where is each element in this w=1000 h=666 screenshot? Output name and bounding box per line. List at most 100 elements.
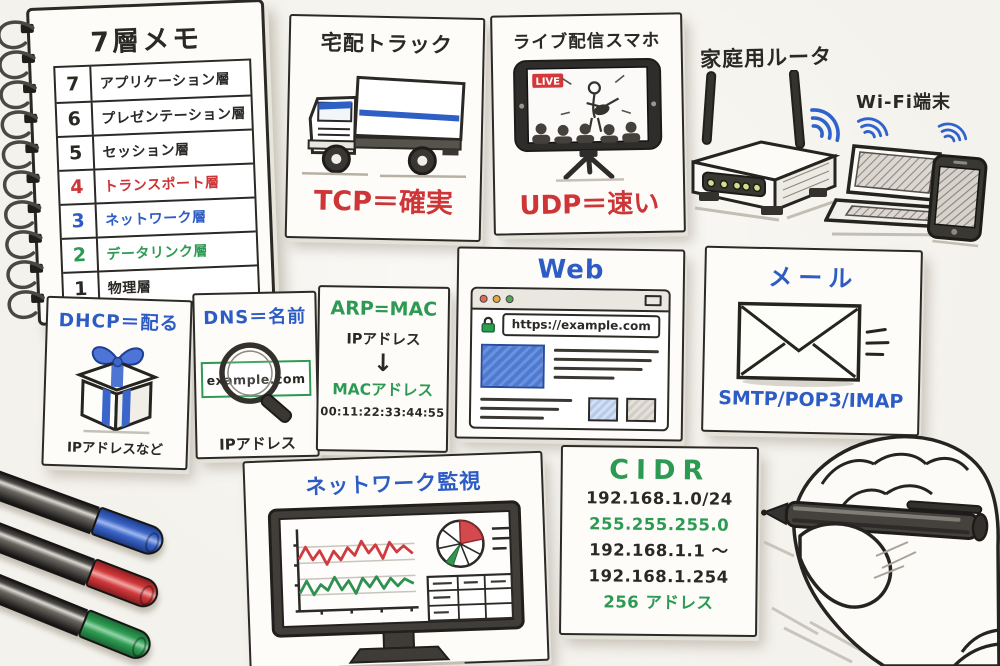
- chart-axes: [293, 529, 419, 615]
- layer-label: トランスポート層: [103, 174, 220, 196]
- notebook-title: 7層メモ: [89, 23, 203, 59]
- arp-mac-label: MACアドレス: [332, 380, 434, 400]
- dhcp-card: DHCP＝配る IPアドレスなど: [41, 295, 193, 471]
- hand-with-pen: [761, 435, 1000, 666]
- osi-layer-table: 7 アプリケーション層 6 プレゼンテーション層 5 セッション層 4 トランスポート層…: [53, 58, 261, 308]
- monitoring-card: ネットワーク監視: [242, 450, 550, 666]
- down-arrow-icon: ↓: [372, 348, 394, 378]
- gridlines: [296, 542, 417, 597]
- pie-chart-icon: [436, 519, 485, 568]
- live-stream-phone-icon: LIVE: [513, 57, 663, 182]
- router-label: 家庭用ルータ: [699, 44, 833, 72]
- red-line-series: [297, 539, 414, 566]
- dns-card: DNS＝名前 example.com IPアドレス: [192, 290, 320, 460]
- webpage-content: [471, 337, 668, 428]
- cidr-address-count: 256 アドレス: [603, 592, 714, 613]
- window-control-icon: [644, 295, 662, 307]
- mac-address: 00:11:22:33:44:55: [320, 404, 445, 420]
- rays: [560, 74, 632, 116]
- home-router-icon: [691, 70, 841, 222]
- layer-number: 7: [55, 66, 93, 102]
- router-leds: [706, 178, 762, 193]
- dns-caption: IPアドレス: [218, 434, 296, 454]
- mail-protocols: SMTP/POP3/IMAP: [717, 387, 904, 413]
- arp-card: ARP=MAC IPアドレス ↓ MACアドレス 00:11:22:33:44:…: [315, 285, 451, 453]
- pen-cap-green: [77, 608, 156, 664]
- layer-label: セッション層: [102, 141, 190, 162]
- cidr-title: CIDR: [609, 454, 711, 487]
- envelope-icon: [736, 301, 890, 387]
- mail-card: メール SMTP/POP3/IMAP: [701, 245, 923, 437]
- layer-number: 6: [56, 102, 94, 136]
- live-badge: [532, 73, 564, 88]
- tripod-icon: [563, 153, 615, 180]
- layer-label: プレゼンテーション層: [100, 105, 247, 128]
- udp-card-title: ライブ配信スマホ: [512, 30, 661, 54]
- legend-dashes: [491, 526, 511, 550]
- notebook-page: 7層メモ 7 アプリケーション層 6 プレゼンテーション層 5 セッション層 4 トラン…: [25, 0, 277, 326]
- layer-label: アプリケーション層: [99, 71, 231, 93]
- address-bar-row: https://example.com: [472, 310, 668, 340]
- udp-caption: UDP＝速い: [519, 188, 660, 222]
- udp-card: ライブ配信スマホ LIVE: [490, 12, 686, 236]
- dhcp-caption: IPアドレスなど: [66, 439, 164, 459]
- window-dot-red: [479, 294, 488, 303]
- live-badge-text: LIVE: [535, 76, 560, 87]
- cidr-range-end: 192.168.1.254: [588, 566, 729, 587]
- cidr-netmask: 255.255.255.0: [589, 514, 730, 535]
- mail-title: メール: [768, 263, 859, 293]
- wifi-waves-icon: [810, 108, 968, 143]
- green-line-series: [298, 575, 415, 597]
- gift-box-icon: [74, 346, 160, 435]
- tcp-caption: TCP＝確実: [313, 185, 454, 220]
- hero-image-placeholder: [480, 343, 545, 389]
- web-title: Web: [537, 254, 605, 286]
- smartphone-device-icon: [926, 154, 988, 248]
- fist-outline: [792, 435, 1000, 666]
- tcp-card: 宅配トラック TCP＝確実: [284, 13, 486, 243]
- tcp-card-title: 宅配トラック: [320, 30, 453, 58]
- wifi-devices-label: Wi-Fi端末: [856, 92, 951, 113]
- arp-ip-label: IPアドレス: [346, 331, 421, 349]
- thumbnail-blue: [587, 397, 619, 422]
- mini-table-icon: [426, 572, 515, 623]
- layer-number: 3: [60, 204, 98, 238]
- monitor-base: [348, 645, 451, 664]
- browser-toolbar: [472, 288, 669, 313]
- layer-label: ネットワーク層: [104, 209, 207, 230]
- text-lines: [553, 345, 659, 390]
- osi-notebook: 7層メモ 7 アプリケーション層 6 プレゼンテーション層 5 セッション層 4 トラン…: [0, 0, 277, 327]
- layer-number: 2: [61, 238, 100, 272]
- layer-number: 5: [57, 136, 96, 170]
- palm-hatch: [873, 541, 917, 579]
- browser-window: https://example.com: [468, 286, 671, 432]
- dhcp-title: DHCP＝配る: [58, 310, 180, 335]
- web-card: Web https://example.com: [454, 246, 686, 442]
- pen-cap-blue: [89, 506, 168, 559]
- cidr-card: CIDR 192.168.1.0/24 255.255.255.0 192.16…: [559, 444, 759, 638]
- dns-illustration: example.com: [195, 334, 317, 432]
- speed-lines: [865, 328, 890, 356]
- cidr-network: 192.168.1.0/24: [586, 488, 733, 509]
- laptop-icon: [824, 144, 966, 237]
- layer-label: データリンク層: [106, 243, 209, 264]
- pen-cap-red: [84, 557, 163, 612]
- cuff-lines: [952, 628, 1000, 666]
- dns-title: DNS＝名前: [203, 305, 307, 330]
- thumbnail-gray: [625, 397, 657, 423]
- delivery-truck-icon: [302, 75, 467, 178]
- text-lines: [479, 396, 573, 426]
- monitor-neck: [382, 630, 416, 650]
- thumb-outline: [798, 522, 893, 609]
- arp-title: ARP=MAC: [330, 297, 438, 321]
- monitoring-title: ネットワーク監視: [304, 468, 482, 500]
- window-dot-yellow: [492, 294, 501, 303]
- pen-clip: [906, 500, 983, 515]
- monitor-dashboard-icon: [267, 500, 525, 666]
- window-dot-green: [505, 294, 514, 303]
- cidr-range-start: 192.168.1.1 ～: [589, 540, 729, 561]
- audience-silhouettes: [532, 121, 641, 144]
- lock-icon: [481, 316, 496, 333]
- layer-number: 4: [59, 170, 97, 204]
